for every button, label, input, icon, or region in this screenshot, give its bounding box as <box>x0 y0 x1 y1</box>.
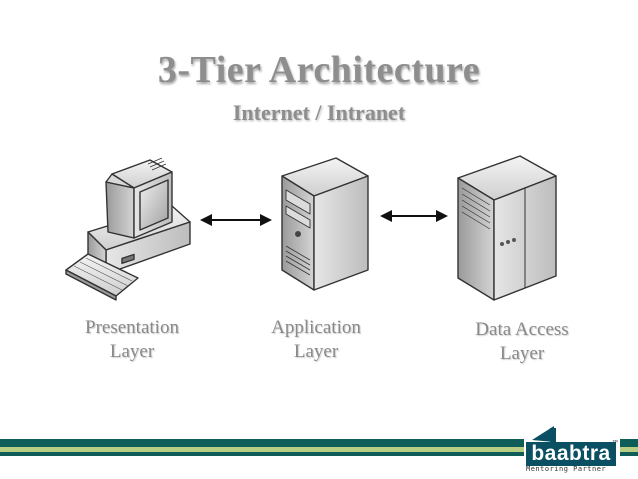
application-server-icon <box>281 157 369 291</box>
data-access-layer-label: Data Access Layer <box>452 318 592 366</box>
layer-label-line: Presentation <box>85 317 179 338</box>
layer-label-line: Data Access <box>475 319 569 340</box>
footer-band-dark <box>0 439 638 447</box>
bidirectional-arrow-icon <box>380 210 448 222</box>
logo-trademark: ™ <box>612 440 618 446</box>
application-layer-label: Application Layer <box>246 316 386 364</box>
database-server-icon <box>457 155 557 301</box>
logo-wordmark: baabtra <box>526 442 616 466</box>
footer-band-dark-bottom <box>0 452 638 456</box>
layer-label-line: Layer <box>293 341 339 362</box>
layer-label-line: Application <box>271 317 361 338</box>
desktop-computer-icon <box>65 157 191 301</box>
footer-band-light <box>0 447 638 452</box>
layer-label-line: Layer <box>499 343 545 364</box>
logo-tagline: Mentoring Partner <box>526 465 607 473</box>
diagram-title: 3-Tier Architecture <box>157 49 481 91</box>
diagram-subtitle: Internet / Intranet <box>232 100 406 125</box>
bidirectional-arrow-icon <box>200 214 272 226</box>
presentation-layer-label: Presentation Layer <box>62 316 202 364</box>
layer-label-line: Layer <box>109 341 155 362</box>
